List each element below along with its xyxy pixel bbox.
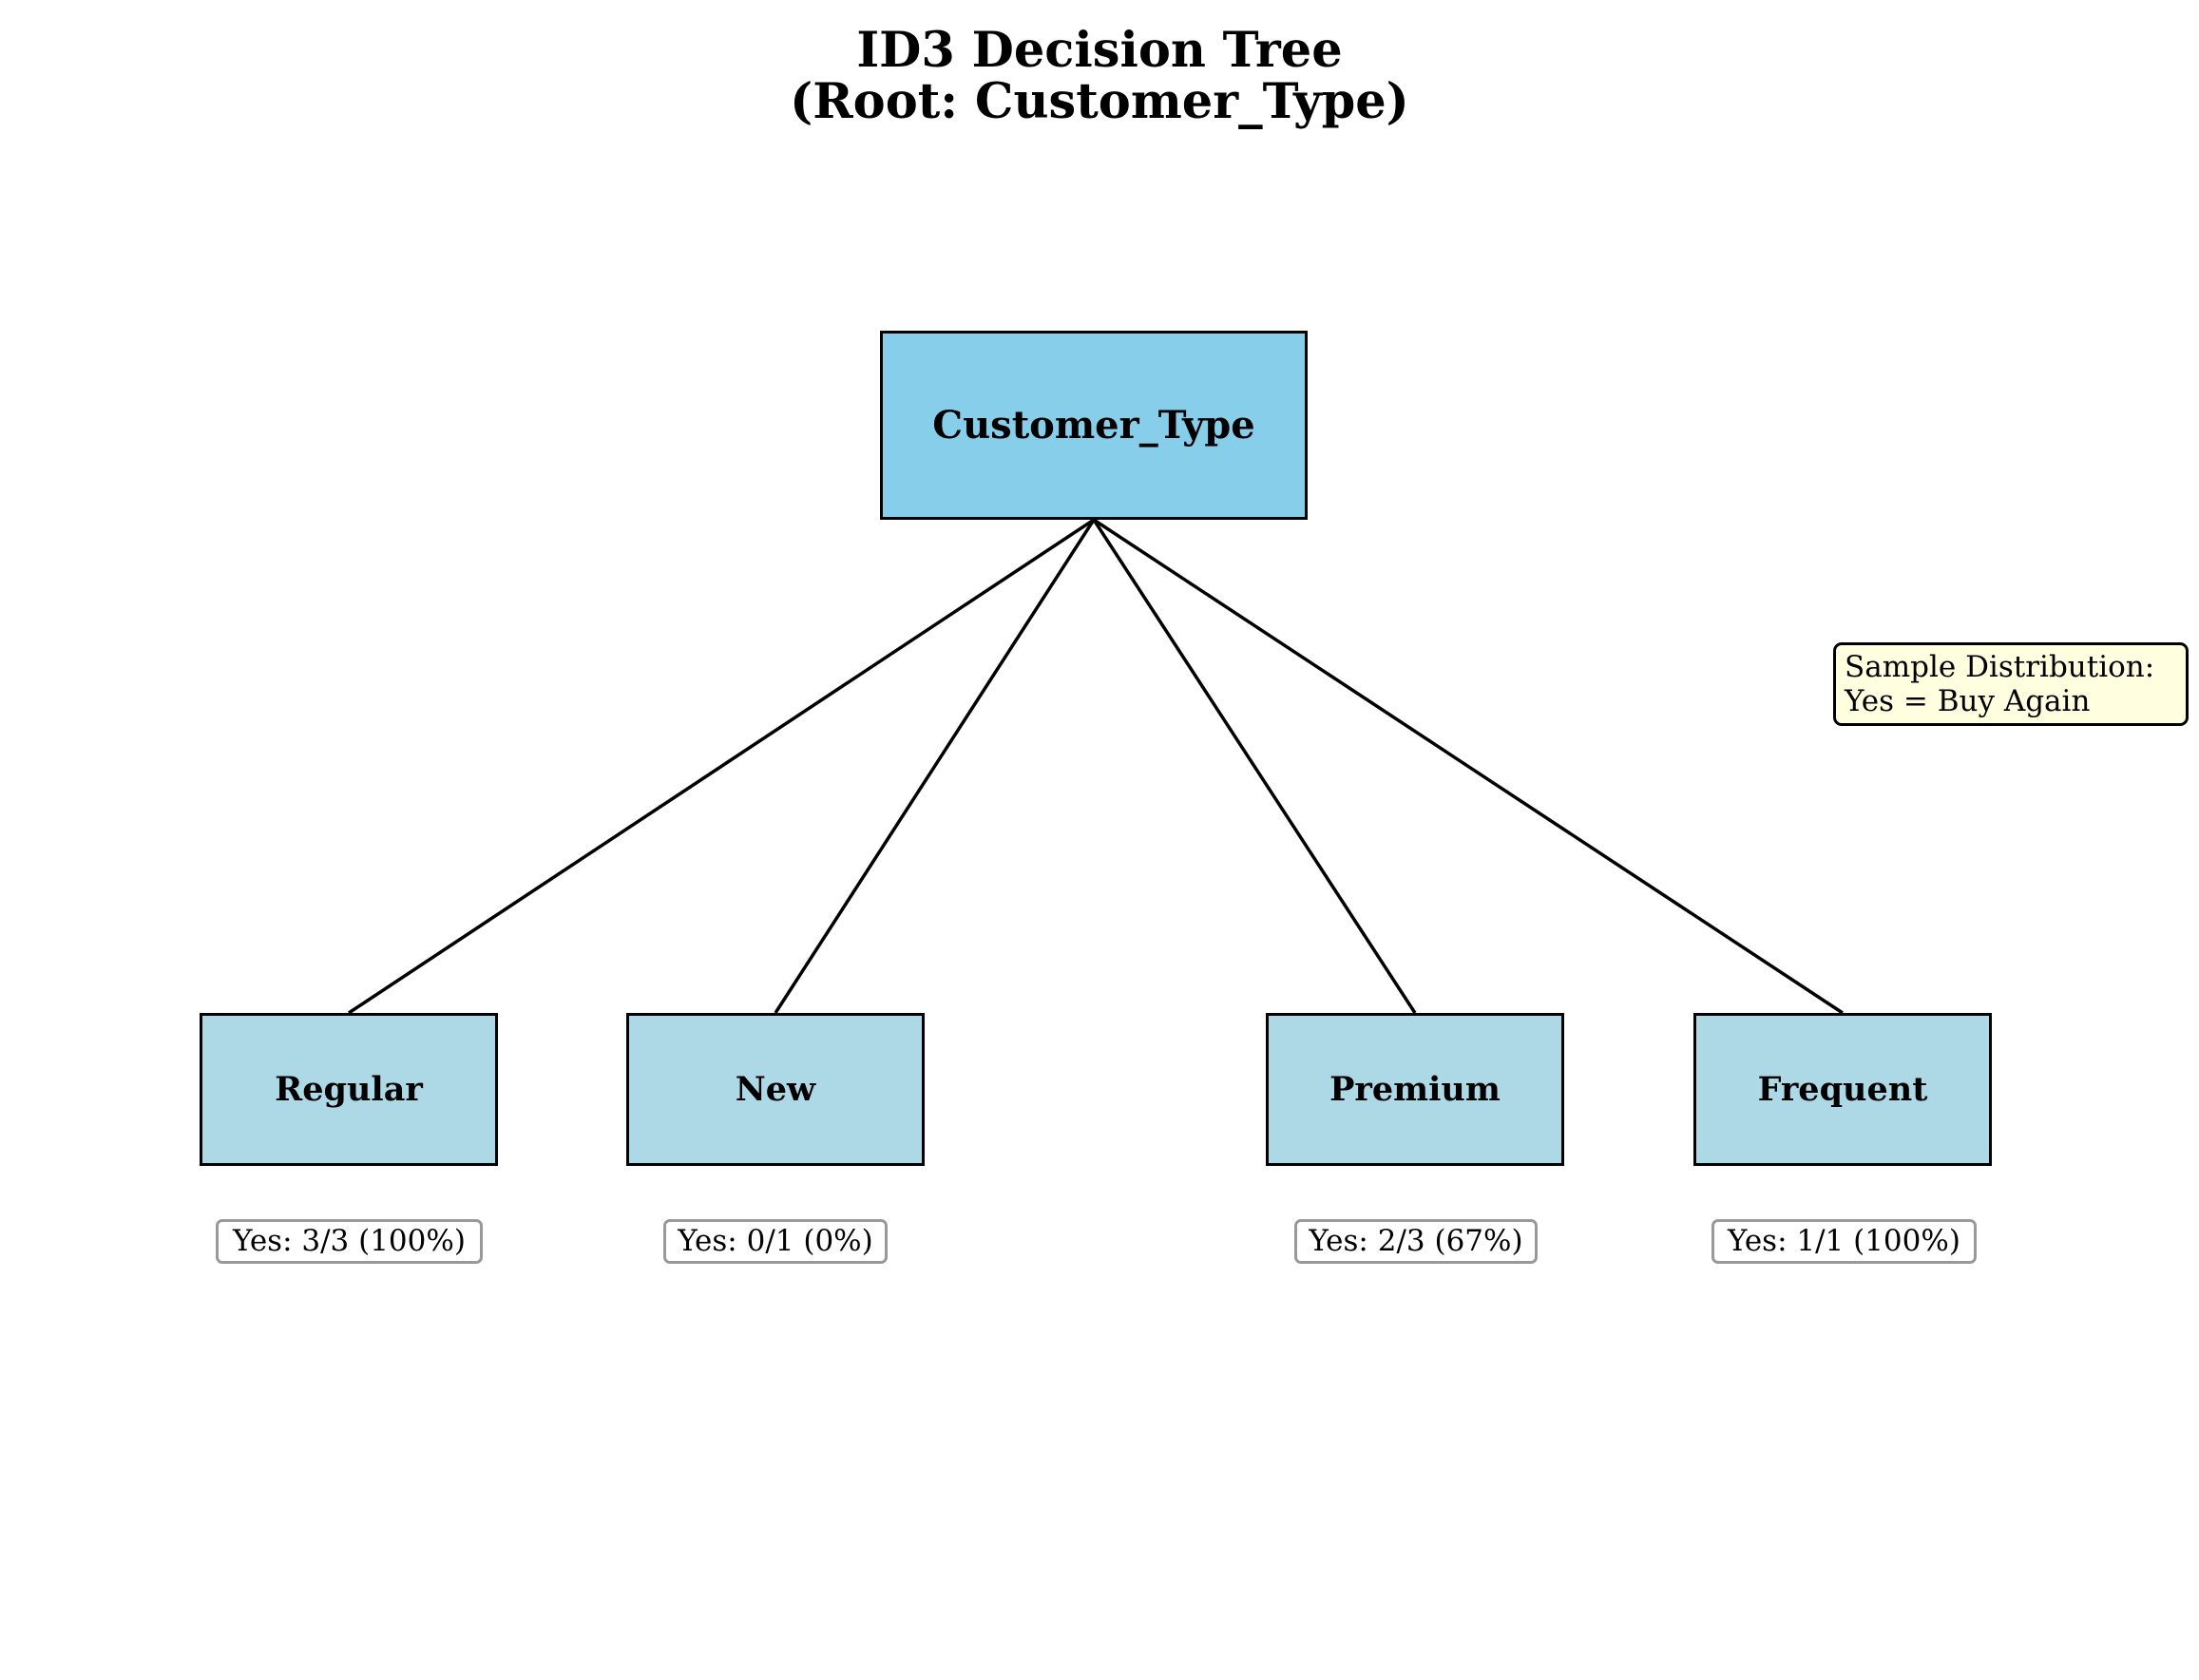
root-node-label: Customer_Type [932,403,1255,448]
leaf-node-label: Frequent [1757,1070,1928,1109]
distribution-label-premium: Yes: 2/3 (67%) [1294,1219,1538,1264]
leaf-node-label: Regular [275,1070,423,1109]
edge-root-regular [348,518,1095,1015]
distribution-label-regular: Yes: 3/3 (100%) [216,1219,483,1264]
legend-box: Sample Distribution: Yes = Buy Again [1833,642,2189,726]
legend-line-1: Sample Distribution: [1845,650,2155,684]
leaf-node-frequent: Frequent [1693,1013,1992,1166]
distribution-label-frequent: Yes: 1/1 (100%) [1711,1219,1977,1264]
leaf-node-regular: Regular [200,1013,498,1166]
legend-line-2: Yes = Buy Again [1845,684,2091,718]
edge-root-premium [1092,519,1417,1014]
leaf-node-label: Premium [1329,1070,1501,1109]
leaf-node-new: New [626,1013,925,1166]
distribution-label-new: Yes: 0/1 (0%) [663,1219,888,1264]
root-node: Customer_Type [880,331,1308,520]
edge-root-new [774,519,1096,1014]
edge-root-frequent [1093,518,1844,1015]
diagram-subtitle: (Root: Customer_Type) [790,73,1409,130]
leaf-node-label: New [735,1070,816,1109]
leaf-node-premium: Premium [1266,1013,1564,1166]
diagram-title: ID3 Decision Tree [856,22,1343,79]
